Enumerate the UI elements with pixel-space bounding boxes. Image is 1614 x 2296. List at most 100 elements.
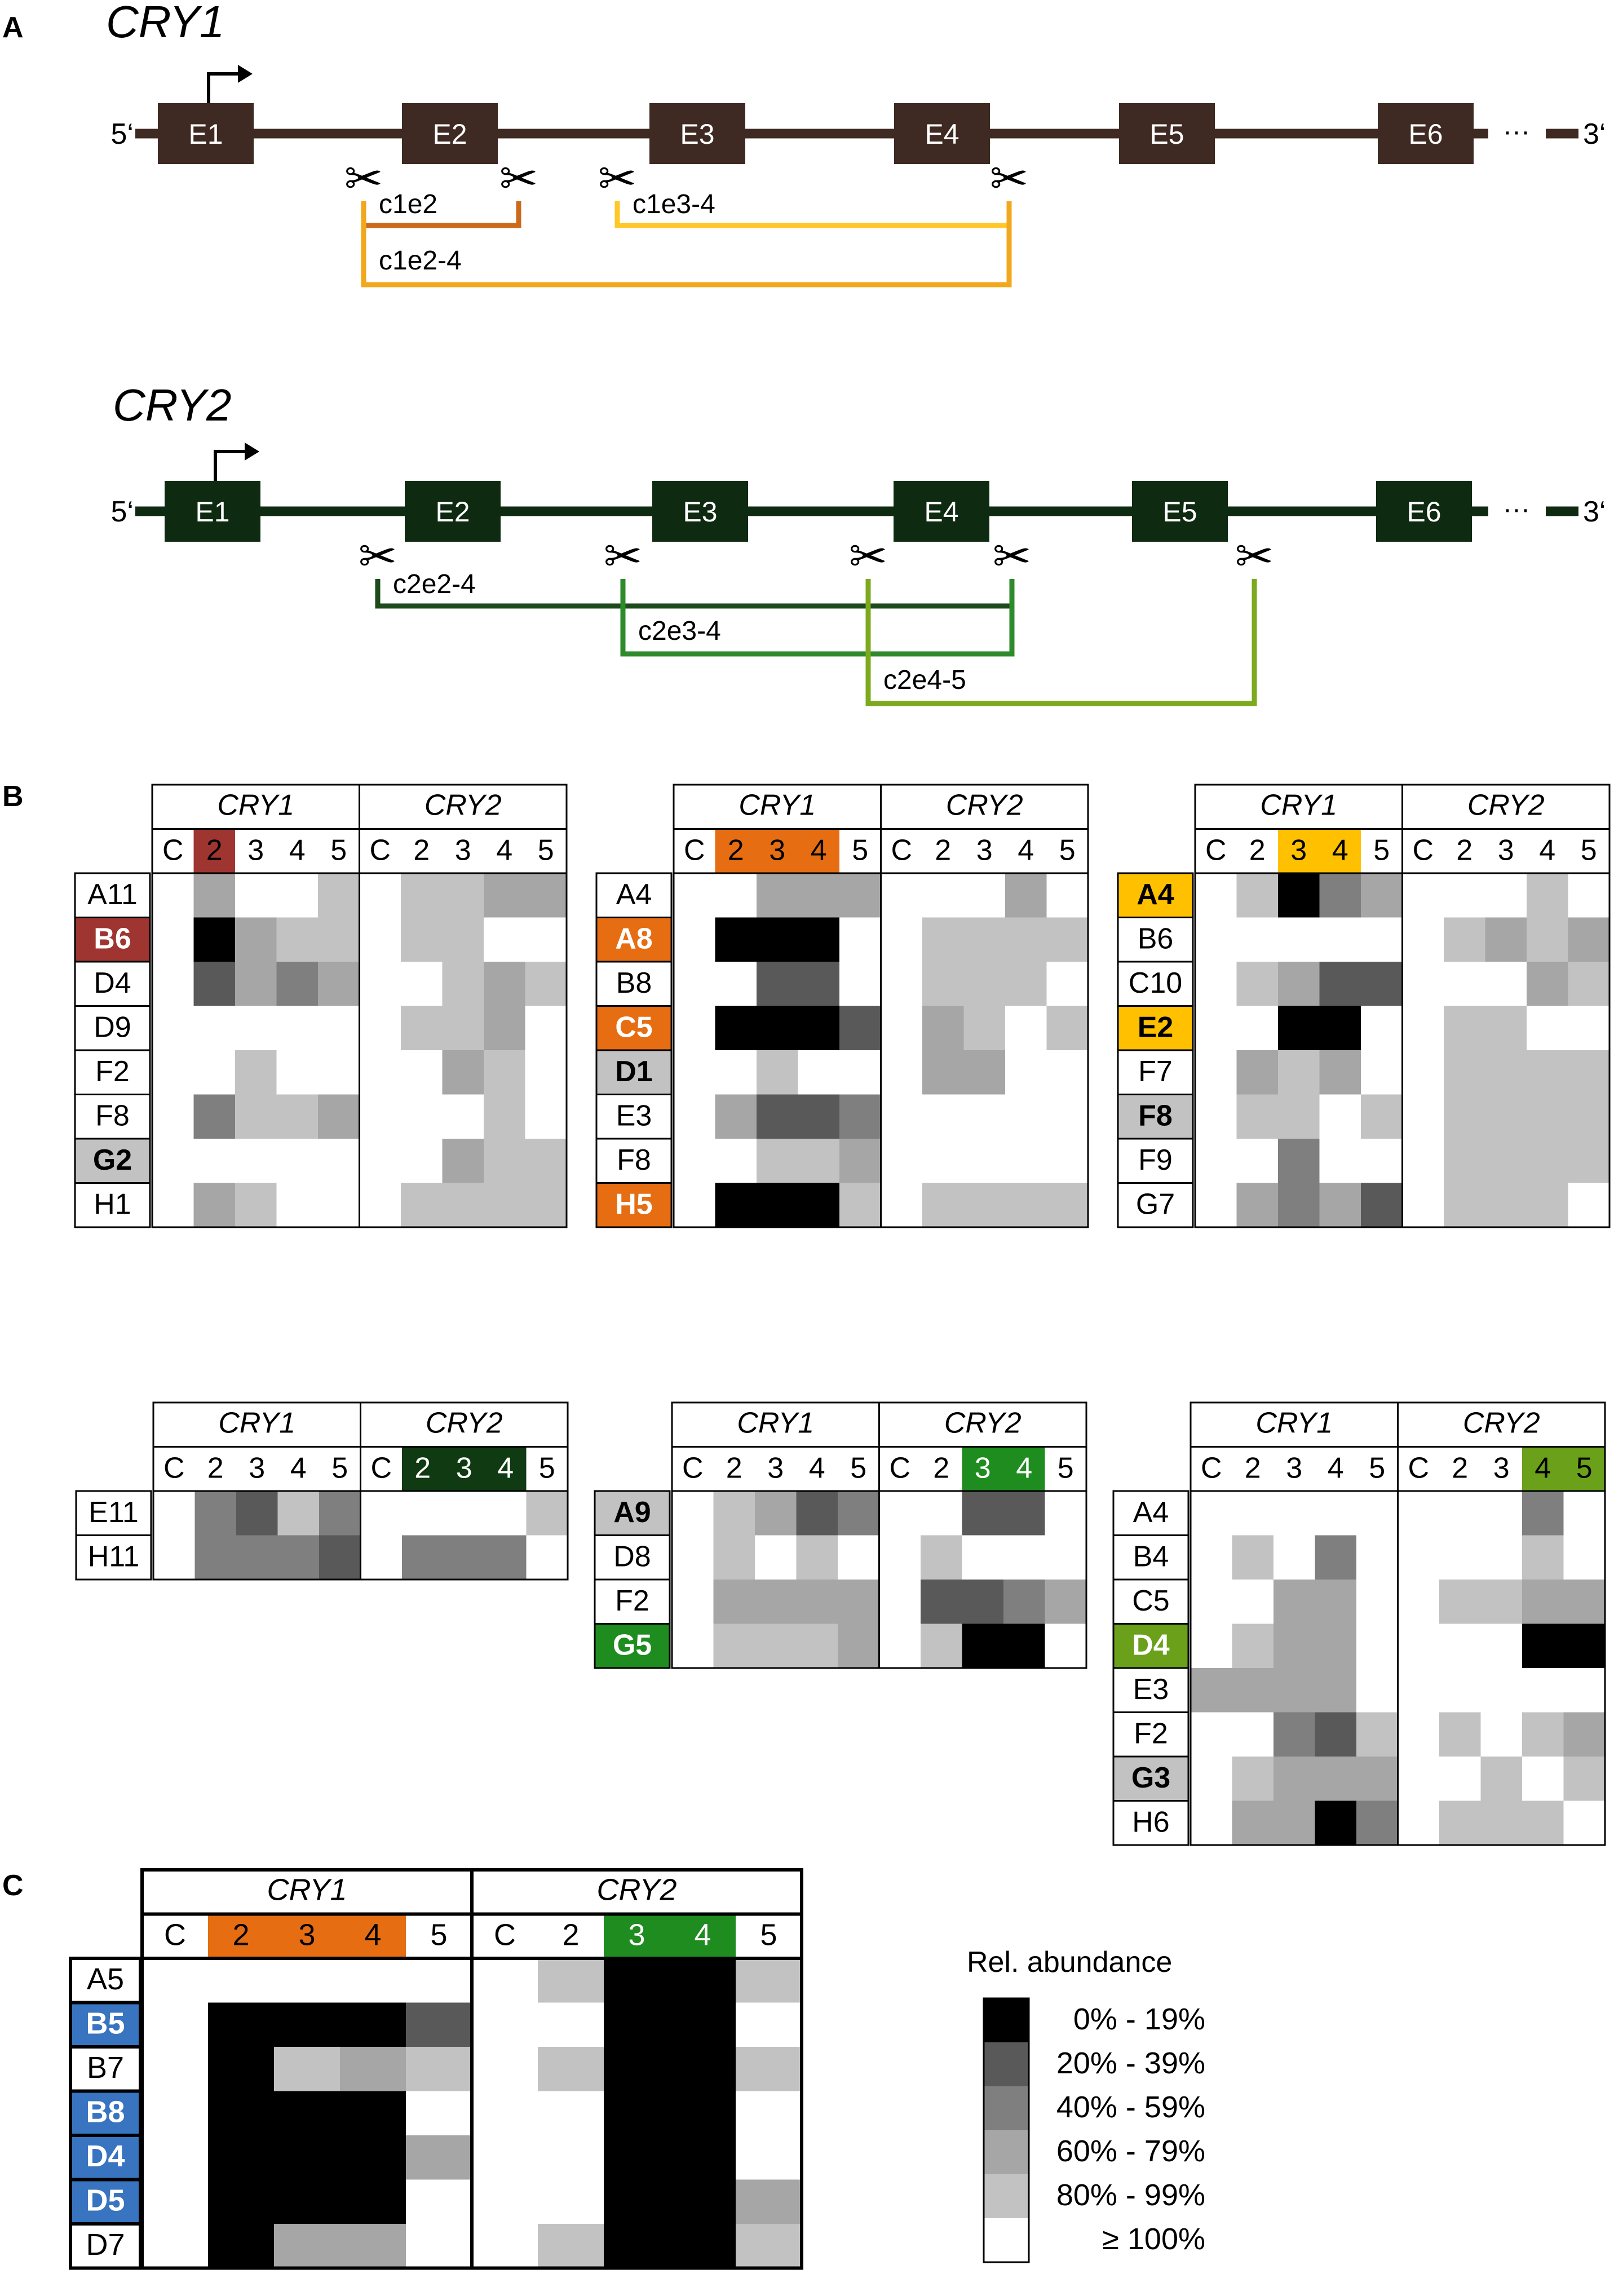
heatmap-cell	[1568, 1094, 1610, 1139]
row-label-a4: A4	[1133, 1496, 1169, 1529]
heatmap-cell	[670, 2047, 736, 2092]
heatmap-cell	[1527, 962, 1569, 1007]
heatmap-cell	[1273, 1757, 1316, 1802]
heatmap-cell	[235, 1139, 277, 1184]
heatmap-cell	[798, 917, 840, 962]
heatmap-cell	[484, 1139, 526, 1184]
heatmap-cell	[318, 1006, 360, 1051]
heatmap-cell	[921, 1491, 963, 1536]
row-label-g7: G7	[1136, 1188, 1175, 1220]
heatmap-cell	[604, 2002, 670, 2047]
heatmap-cell	[604, 2135, 670, 2180]
heatmap-cell	[1005, 1139, 1047, 1184]
gene-block-outline	[1397, 1401, 1606, 1846]
legend-label-1: 0% - 19%	[1073, 2002, 1205, 2036]
heatmap-cell	[1398, 1623, 1440, 1669]
scissors-icon: ✂	[993, 531, 1032, 582]
row-label-h5: H5	[615, 1188, 652, 1220]
scissors-icon: ✂	[344, 153, 383, 205]
heatmap-cell	[1045, 1491, 1087, 1536]
heatmap-cell	[1402, 1094, 1444, 1139]
heatmap-cell	[443, 1535, 485, 1580]
heatmap-cell	[963, 1094, 1006, 1139]
heatmap-cell	[1444, 1050, 1486, 1095]
heatmap-cell	[1527, 1094, 1569, 1139]
heatmap-cell	[472, 2179, 538, 2224]
column-label-3: 3	[1290, 834, 1307, 866]
heatmap-cell	[235, 1006, 277, 1051]
legend-swatch	[984, 2130, 1029, 2174]
heatmap-cell	[142, 2091, 209, 2136]
row-label-f8: F8	[95, 1099, 130, 1132]
heatmap-cell	[1568, 1139, 1610, 1184]
heatmap-cell	[715, 1094, 757, 1139]
column-label-3: 3	[1493, 1452, 1510, 1484]
column-label-4: 4	[1328, 1452, 1344, 1484]
heatmap-cell	[1278, 1050, 1320, 1095]
heatmap-cell	[1356, 1580, 1399, 1625]
heatmap-cell	[1278, 1094, 1320, 1139]
heatmap-cell	[1361, 873, 1403, 918]
exon-box-e1	[165, 481, 260, 542]
heatmap-cell	[1402, 1050, 1444, 1095]
heatmap-cell	[442, 962, 484, 1007]
heatmap-cell	[1480, 1757, 1523, 1802]
heatmap-cell	[1402, 1006, 1444, 1051]
row-label-f8: F8	[617, 1144, 651, 1176]
heatmap-cell	[1563, 1668, 1606, 1713]
row-label-a11: A11	[87, 878, 138, 911]
heatmap-cell	[670, 2224, 736, 2269]
exon-box-e5	[1132, 481, 1228, 542]
exon-box-e3	[652, 481, 748, 542]
row-label-box	[75, 1490, 152, 1536]
column-label-5: 5	[430, 1918, 447, 1952]
heatmap-cell	[674, 1094, 716, 1139]
heatmap-cell	[142, 2135, 209, 2180]
scissors-icon: ✂	[849, 531, 888, 582]
heatmap-cell	[152, 1094, 194, 1139]
column-label-3: 3	[1498, 834, 1514, 866]
row-label-d5: D5	[86, 2183, 125, 2217]
heatmap-cell	[318, 1139, 360, 1184]
heatmap-cell	[1522, 1712, 1564, 1757]
heatmap-cell	[674, 1139, 716, 1184]
heatmap-cell	[1232, 1580, 1274, 1625]
heatmap-cell	[359, 1094, 401, 1139]
row-label-b7: B7	[87, 2051, 124, 2085]
heatmap-cell	[1315, 1491, 1357, 1536]
exon-box-e5	[1119, 103, 1215, 164]
heatmap-cell	[1191, 1580, 1233, 1625]
column-label-C: C	[682, 1452, 704, 1484]
heatmap-cell	[401, 917, 443, 962]
heatmap-cell	[1485, 917, 1527, 962]
row-label-box	[1117, 1182, 1194, 1228]
row-label-box	[74, 1182, 151, 1228]
heatmap-cell	[276, 1139, 319, 1184]
heatmap-cell	[963, 1139, 1006, 1184]
heatmap-cell	[881, 917, 923, 962]
heatmap-cell	[538, 2224, 604, 2269]
heatmap-cell	[193, 1050, 236, 1095]
row-label-box	[69, 2089, 142, 2137]
heatmap-cell	[798, 873, 840, 918]
column-label-C: C	[1412, 834, 1434, 866]
heatmap-cell	[757, 873, 799, 918]
column-label-5: 5	[1373, 834, 1390, 866]
heatmap-cell	[1273, 1580, 1316, 1625]
heatmap-cell	[1398, 1712, 1440, 1757]
heatmap-cell	[1232, 1800, 1274, 1846]
column-highlight-cry1-3	[757, 829, 798, 873]
heatmap-cell	[208, 2047, 275, 2092]
column-highlight-cry1-4	[798, 829, 839, 873]
heatmap-cell	[340, 2091, 406, 2136]
heatmap-cell	[1005, 1050, 1047, 1095]
row-label-a9: A9	[613, 1496, 651, 1529]
heatmap-cell	[406, 2179, 472, 2224]
heatmap-cell	[526, 1535, 568, 1580]
row-label-b6: B6	[1138, 922, 1174, 955]
row-label-g3: G3	[1131, 1762, 1170, 1794]
heatmap-cell	[1236, 917, 1279, 962]
legend-swatch	[984, 1998, 1029, 2042]
heatmap-cell	[963, 873, 1006, 918]
